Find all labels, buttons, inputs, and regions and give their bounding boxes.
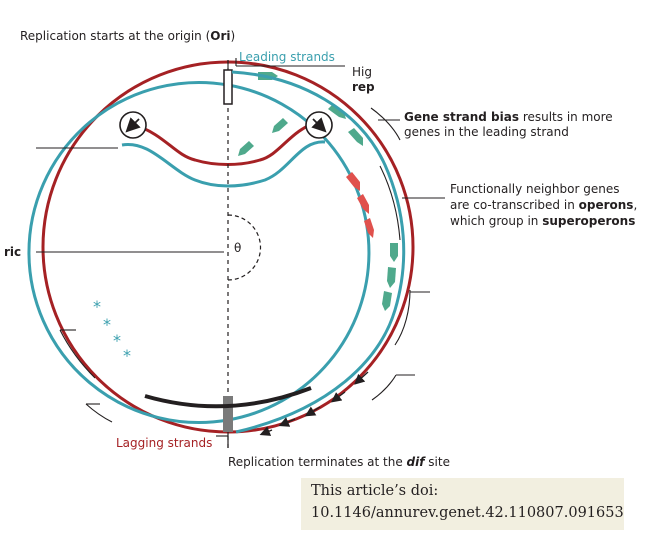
doi-box: This article’s doi: 10.1146/annurev.gene… — [301, 478, 624, 530]
func-line2: are co-transcribed in operons, — [450, 198, 637, 212]
annotation-arcs — [60, 108, 410, 422]
svg-text:*: * — [93, 297, 101, 316]
inner-teal-strand-right — [228, 85, 369, 420]
svg-text:*: * — [123, 346, 131, 365]
leading-strands-label: Leading strands — [239, 50, 335, 64]
gene-bias-label: Gene strand bias results in more — [404, 110, 613, 124]
ori-marker — [224, 70, 232, 104]
hig-label: Hig — [352, 65, 372, 79]
right-fork — [306, 112, 332, 138]
func-line1: Functionally neighbor genes — [450, 182, 619, 196]
doi-heading: This article’s doi: — [311, 483, 438, 499]
theta-arc — [228, 215, 261, 280]
svg-text:*: * — [113, 331, 121, 350]
origin-label: Replication starts at the origin (Ori) — [20, 29, 235, 43]
doi-link[interactable]: 10.1146/annurev.genet.42.110807.091653 — [311, 505, 624, 521]
func-line3: which group in superoperons — [450, 214, 635, 228]
left-fork — [120, 112, 146, 138]
red-genes — [346, 172, 374, 238]
lagging-strands-label: Lagging strands — [116, 436, 212, 450]
green-genes — [238, 72, 398, 311]
terminate-label: Replication terminates at the dif site — [228, 455, 450, 469]
gene-bias-line2: genes in the leading strand — [404, 125, 569, 139]
asterisk-marks: * * * * — [93, 297, 131, 365]
ric-label: ric — [4, 245, 21, 259]
svg-text:*: * — [103, 315, 111, 334]
theta-label: θ — [234, 241, 241, 255]
dif-marker — [223, 396, 233, 432]
rep-label: rep — [352, 80, 375, 94]
